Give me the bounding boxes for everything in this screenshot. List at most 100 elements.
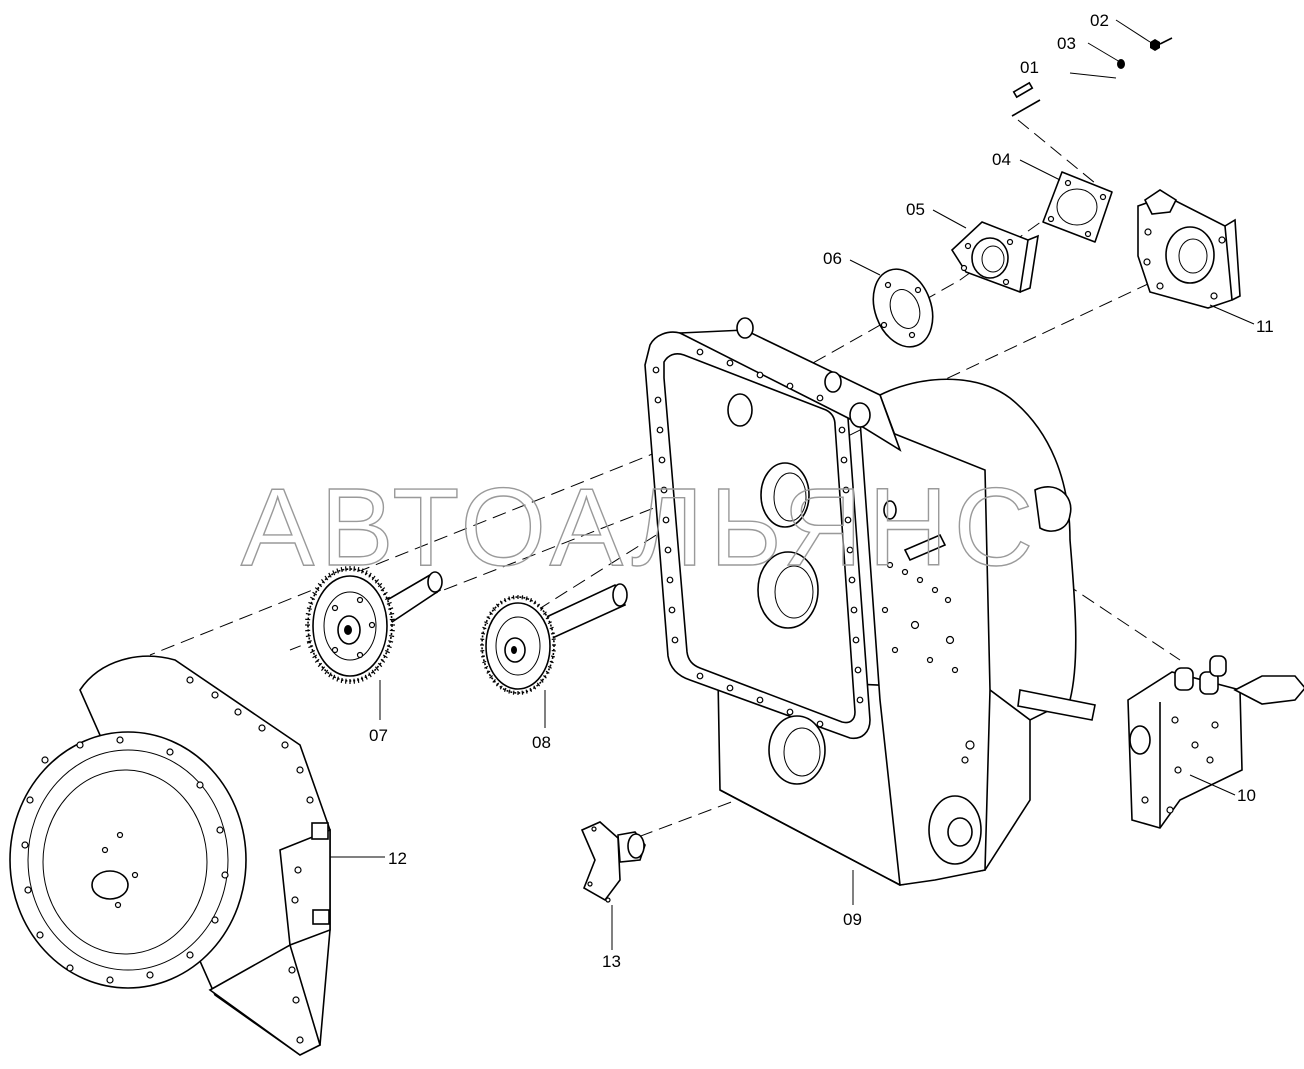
gear-tooth <box>499 685 503 690</box>
gear-tooth <box>312 654 318 659</box>
gear-tooth <box>324 669 329 675</box>
gear-tooth <box>374 579 380 584</box>
callout-09: 09 <box>843 910 862 929</box>
housing-bolts <box>21 676 314 1044</box>
gear-tooth <box>340 677 343 683</box>
gear-tooth <box>536 682 541 687</box>
gear-tooth <box>384 596 390 601</box>
side-face-holes <box>881 561 975 764</box>
gear-tooth <box>314 658 320 663</box>
gear-tooth <box>364 570 368 576</box>
callout-11: 11 <box>1256 317 1274 336</box>
gear-tooth <box>336 676 339 682</box>
gear-tooth <box>540 679 544 683</box>
gear-tooth <box>332 570 336 576</box>
callout-03: 03 <box>1057 34 1076 53</box>
gear-tooth <box>536 603 541 608</box>
gear-tooth <box>508 596 511 601</box>
part-07-gear-shaft <box>307 568 443 682</box>
gear-tooth <box>361 568 364 574</box>
gear-tooth <box>317 582 323 588</box>
part-06-gasket <box>872 268 934 348</box>
gear-tooth <box>543 675 547 679</box>
gear-tooth <box>543 611 547 615</box>
gear-tooth <box>388 640 394 643</box>
gear-tooth <box>550 655 556 658</box>
gear-tooth <box>386 645 392 649</box>
part-12-converter-housing <box>9 655 331 1056</box>
gear-tooth <box>374 666 380 671</box>
gear-tooth <box>525 689 528 694</box>
gear-tooth <box>489 611 493 615</box>
callout-13: 13 <box>602 952 621 971</box>
gear-tooth <box>368 672 372 678</box>
gear-tooth <box>529 687 533 692</box>
gear-tooth <box>306 607 312 610</box>
gear-tooth <box>320 579 326 584</box>
gear-tooth <box>371 669 376 675</box>
part-04-gasket <box>1042 171 1113 243</box>
callout-labels: 01 02 03 04 05 06 07 08 09 10 11 12 13 <box>369 11 1274 971</box>
callout-07: 07 <box>369 726 388 745</box>
gear-tooth <box>480 655 486 658</box>
gear-tooth <box>305 634 311 638</box>
gear-tooth <box>492 607 496 611</box>
gear-tooth <box>549 626 554 630</box>
gear-tooth <box>503 598 507 603</box>
gear-tooth <box>547 621 552 625</box>
gear-tooth <box>386 601 392 605</box>
gear-tooth <box>549 660 554 664</box>
gear-tooth <box>361 676 364 682</box>
part-01-pin <box>1011 81 1041 117</box>
gear-tooth <box>357 567 360 573</box>
gear-tooth <box>328 672 332 678</box>
gear-tooth <box>380 658 386 663</box>
gear-tooth <box>377 582 383 588</box>
gear-tooth <box>384 649 390 654</box>
gear-tooth <box>357 677 360 683</box>
part-09-gearbox-housing <box>644 317 1096 886</box>
gear-tooth <box>484 621 489 625</box>
gear-tooth <box>545 670 550 674</box>
callout-02: 02 <box>1090 11 1109 30</box>
gear-tooth <box>332 674 336 680</box>
gear-tooth <box>314 587 320 592</box>
gear-tooth <box>310 596 316 601</box>
part-02-nut <box>1150 37 1173 51</box>
gear-tooth <box>310 649 316 654</box>
gear-tooth <box>495 682 500 687</box>
gear-tooth <box>388 607 394 610</box>
gear-tooth <box>495 603 500 608</box>
part-10-control-valve <box>1127 655 1304 829</box>
gear-tooth <box>308 601 314 605</box>
callout-05: 05 <box>906 200 925 219</box>
gear-tooth <box>380 587 386 592</box>
part-11-pump-housing <box>1137 189 1241 309</box>
gear-tooth <box>547 665 552 669</box>
gear-tooth <box>371 575 376 581</box>
gear-tooth <box>486 616 491 620</box>
part-08-gear-shaft <box>481 583 628 694</box>
gear-tooth <box>340 567 343 573</box>
gear-tooth <box>482 660 487 664</box>
gear-tooth <box>328 572 332 578</box>
gear-tooth <box>545 616 550 620</box>
gear-teeth <box>305 566 556 695</box>
callout-01: 01 <box>1020 58 1039 77</box>
part-05-bearing-cover <box>950 221 1040 294</box>
callout-04: 04 <box>992 150 1011 169</box>
gear-tooth <box>389 612 395 616</box>
part-13-yoke <box>580 821 646 903</box>
gear-tooth <box>306 640 312 643</box>
gear-tooth <box>312 591 318 596</box>
gear-tooth <box>377 662 383 668</box>
gear-tooth <box>364 674 368 680</box>
callout-12: 12 <box>388 849 407 868</box>
gear-tooth <box>484 665 489 669</box>
gear-tooth <box>482 626 487 630</box>
gear-tooth <box>529 598 533 603</box>
gear-tooth <box>480 632 486 635</box>
gear-tooth <box>368 572 372 578</box>
callout-10: 10 <box>1237 786 1256 805</box>
gear-tooth <box>533 600 537 605</box>
